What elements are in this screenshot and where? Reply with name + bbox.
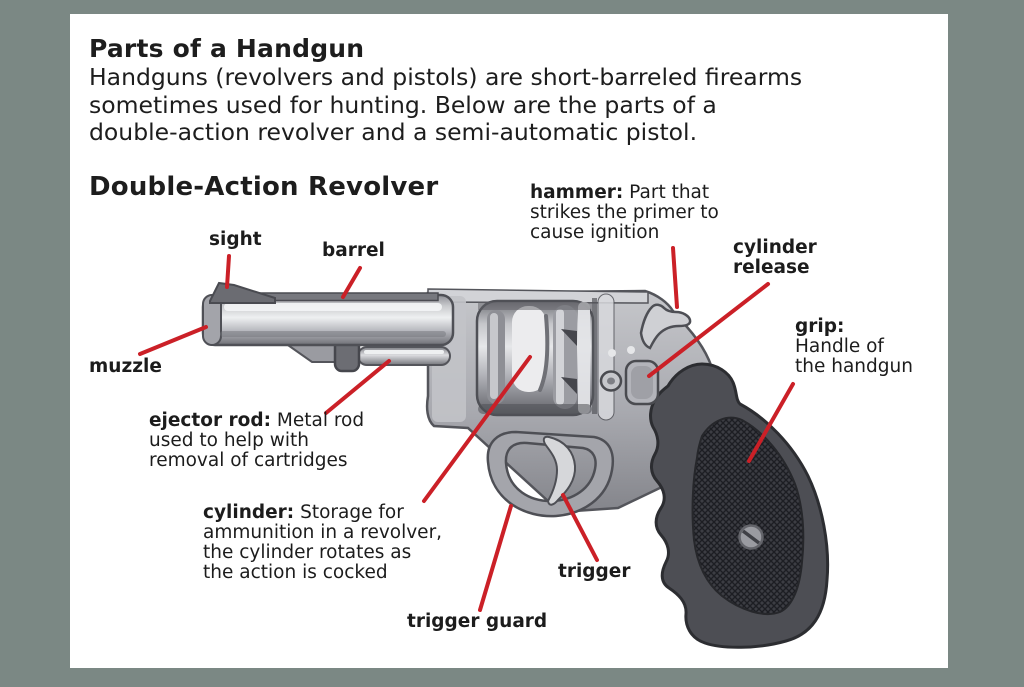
label-barrel: barrel [322, 240, 385, 261]
intro-line-3: double-action revolver and a semi-automa… [89, 118, 698, 146]
barrel-shape [201, 281, 455, 373]
leader-trigger-guard [478, 504, 513, 612]
ejector-rod-shape [333, 338, 451, 373]
page-title: Parts of a Handgun [89, 34, 365, 63]
cylinder-shape [475, 298, 597, 417]
label-sight: sight [209, 229, 262, 250]
intro-line-1: Handguns (revolvers and pistols) are sho… [89, 63, 803, 91]
leader-lines [138, 246, 795, 612]
leader-cylinder [422, 355, 532, 503]
trigger-guard-shape [486, 430, 614, 518]
label-trigger-guard: trigger guard [407, 611, 548, 632]
label-hammer: hammer: Part that strikes the primer to … [530, 182, 719, 243]
label-cylinder-release: cylinder release [733, 237, 817, 278]
cylinder-release-shape [599, 346, 660, 406]
grip-shape [649, 362, 830, 649]
label-grip: grip: Handle of the handgun [795, 316, 913, 377]
hammer-shape [639, 303, 692, 350]
leader-cylinder-release [647, 282, 770, 378]
leader-barrel [341, 266, 362, 299]
leader-muzzle [138, 325, 208, 356]
label-cylinder: cylinder: Storage for ammunition in a re… [203, 502, 443, 583]
leader-grip [747, 382, 795, 463]
label-trigger: trigger [558, 561, 631, 582]
label-ejector-rod: ejector rod: Metal rod used to help with… [149, 410, 365, 471]
trigger-shape [542, 435, 577, 506]
section-heading: Double-Action Revolver [89, 172, 439, 202]
intro-line-2: sometimes used for hunting. Below are th… [89, 90, 717, 119]
intro-paragraph: Handguns (revolvers and pistols) are sho… [89, 63, 803, 147]
leader-ejector-rod [324, 359, 391, 415]
leader-hammer [671, 246, 679, 309]
grip-screw-icon [738, 524, 764, 550]
leader-sight [225, 254, 231, 289]
leader-trigger [561, 493, 599, 562]
label-muzzle: muzzle [89, 356, 162, 377]
